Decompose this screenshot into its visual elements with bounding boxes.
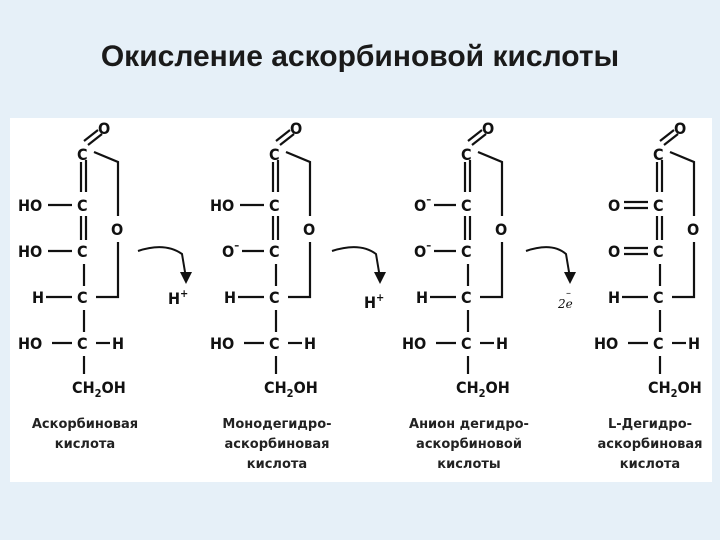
- atom-h: H: [608, 288, 620, 307]
- atom-o: O: [482, 119, 494, 138]
- structure-monodehydroascorbic-acid: O C HO C O O– C H C HO C H CH2OH Монодег…: [210, 119, 332, 472]
- structure-ascorbic-acid: O C HO C O HO C H C HO C H CH2OH Аскорби…: [18, 119, 138, 452]
- atom-h: H: [32, 288, 44, 307]
- atom-o: O: [303, 220, 315, 239]
- atom-ho: HO: [594, 334, 618, 353]
- atom-h: H: [496, 334, 508, 353]
- atom-c: C: [653, 288, 664, 307]
- diagram-panel: O C HO C O HO C H C HO C H CH2OH Аскорби…: [10, 118, 712, 482]
- caption-line: Монодегидро-: [222, 417, 331, 432]
- caption-line: аскорбиновой: [416, 437, 522, 452]
- atom-c: C: [269, 242, 280, 261]
- atom-o: O: [98, 119, 110, 138]
- atom-c: C: [461, 242, 472, 261]
- atom-o: O: [495, 220, 507, 239]
- caption-line: кислота: [247, 457, 307, 472]
- atom-ho: HO: [402, 334, 426, 353]
- atom-o: O: [608, 196, 620, 215]
- structure-dehydroascorbate-anion: O C O– C O O– C H C HO C H CH2OH Анион д…: [402, 119, 529, 472]
- atom-h: H: [688, 334, 700, 353]
- caption-line: аскорбиновая: [225, 437, 330, 452]
- electron-minus: –: [566, 288, 571, 299]
- caption-line: кислота: [55, 437, 115, 452]
- atom-o: O: [608, 242, 620, 261]
- atom-c: C: [269, 334, 280, 353]
- caption-line: кислота: [620, 457, 680, 472]
- atom-h: H: [416, 288, 428, 307]
- caption-line: Анион дегидро-: [409, 417, 529, 432]
- atom-o: O: [674, 119, 686, 138]
- reaction-arrow-2: H+: [331, 246, 386, 312]
- atom-o-minus: O–: [222, 239, 239, 261]
- atom-ho: HO: [210, 196, 234, 215]
- proton-label: H+: [364, 291, 384, 312]
- atom-c: C: [77, 288, 88, 307]
- reaction-arrow-1: H+: [137, 246, 192, 308]
- caption-line: кислоты: [437, 457, 500, 472]
- atom-c: C: [461, 288, 472, 307]
- slide-title: Окисление аскорбиновой кислоты: [100, 40, 620, 73]
- atom-c: C: [653, 196, 664, 215]
- atom-c: C: [461, 334, 472, 353]
- caption-line: L-Дегидро-: [608, 417, 692, 432]
- caption-line: аскорбиновая: [598, 437, 703, 452]
- atom-o: O: [687, 220, 699, 239]
- caption-line: Аскорбиновая: [32, 417, 138, 432]
- atom-c: C: [461, 145, 472, 164]
- atom-ch2oh: CH2OH: [72, 378, 126, 400]
- atom-h: H: [224, 288, 236, 307]
- proton-label: H+: [168, 287, 188, 308]
- atom-c: C: [653, 242, 664, 261]
- electron-label: 2e: [557, 297, 573, 311]
- atom-o: O: [111, 220, 123, 239]
- atom-c: C: [461, 196, 472, 215]
- atom-ho: HO: [18, 196, 42, 215]
- atom-h: H: [304, 334, 316, 353]
- atom-o-minus: O–: [414, 193, 431, 215]
- atom-c: C: [77, 334, 88, 353]
- atom-h: H: [112, 334, 124, 353]
- structure-l-dehydroascorbic-acid: O C O C O O C H C HO C H CH2OH L-Дегидро…: [594, 119, 702, 472]
- atom-o: O: [290, 119, 302, 138]
- atom-ho: HO: [210, 334, 234, 353]
- atom-c: C: [77, 242, 88, 261]
- atom-c: C: [77, 196, 88, 215]
- atom-ch2oh: CH2OH: [456, 378, 510, 400]
- reaction-diagram: O C HO C O HO C H C HO C H CH2OH Аскорби…: [18, 119, 702, 472]
- atom-c: C: [77, 145, 88, 164]
- atom-ho: HO: [18, 242, 42, 261]
- atom-c: C: [269, 196, 280, 215]
- atom-ch2oh: CH2OH: [264, 378, 318, 400]
- atom-ch2oh: CH2OH: [648, 378, 702, 400]
- atom-c: C: [653, 334, 664, 353]
- atom-o-minus: O–: [414, 239, 431, 261]
- atom-c: C: [269, 288, 280, 307]
- atom-c: C: [269, 145, 280, 164]
- atom-c: C: [653, 145, 664, 164]
- reaction-arrow-3: 2e –: [525, 246, 576, 311]
- atom-ho: HO: [18, 334, 42, 353]
